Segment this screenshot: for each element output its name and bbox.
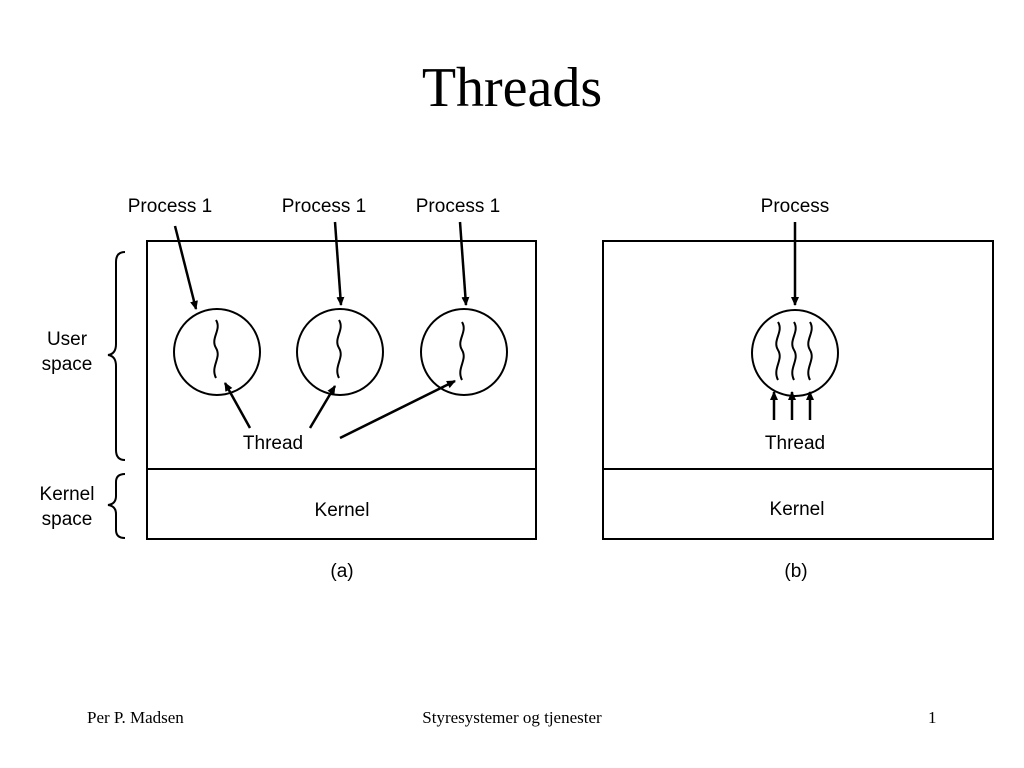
panel-b: Process Thread Kernel (b)	[602, 196, 994, 582]
panel-a: Process 1 Process 1 Process 1 Thread Ker…	[128, 196, 537, 582]
panel-a-thread-3	[459, 321, 465, 381]
panel-a-thread-label: Thread	[243, 433, 303, 454]
panel-a-process-label-3: Process 1	[416, 196, 500, 217]
footer-course: Styresystemer og tjenester	[422, 708, 602, 727]
panel-b-thread-2	[791, 321, 797, 381]
kernel-space-label-line1: Kernel	[40, 484, 95, 505]
panel-b-kernel-box	[602, 468, 994, 540]
footer-page-number: 1	[928, 708, 937, 727]
user-space-brace	[107, 251, 126, 461]
panel-a-process-label-2: Process 1	[282, 196, 366, 217]
panel-a-process-circle-1	[173, 308, 261, 396]
panel-a-process-arrow-1	[173, 225, 198, 310]
panel-a-thread-arrow-3	[339, 379, 456, 440]
panel-a-thread-arrow-1	[223, 382, 252, 429]
panel-a-thread-1	[213, 319, 219, 379]
user-space-label-line2: space	[42, 354, 93, 375]
user-space-label-line1: User	[47, 329, 88, 350]
panel-b-thread-label: Thread	[765, 433, 825, 454]
panel-b-kernel-label: Kernel	[770, 499, 825, 520]
footer-author: Per P. Madsen	[87, 708, 184, 727]
panel-a-kernel-box	[146, 468, 537, 540]
panel-a-process-circle-2	[296, 308, 384, 396]
panel-b-thread-1	[775, 321, 781, 381]
slide-title: Threads	[421, 57, 603, 119]
panel-a-thread-arrow-2	[308, 385, 337, 429]
kernel-space-label-line2: space	[42, 509, 93, 530]
panel-a-thread-2	[336, 319, 342, 379]
panel-a-process-arrow-2	[333, 221, 345, 306]
panel-b-thread-3	[807, 321, 813, 381]
kernel-space-brace	[107, 473, 126, 539]
panel-b-process-label: Process	[761, 196, 830, 217]
panel-a-process-arrow-3	[458, 221, 470, 306]
panel-a-process-label-1: Process 1	[128, 196, 212, 217]
panel-b-caption: (b)	[784, 561, 807, 582]
panel-a-process-circle-3	[420, 308, 508, 396]
panel-a-caption: (a)	[330, 561, 353, 582]
panel-a-kernel-label: Kernel	[315, 500, 370, 521]
